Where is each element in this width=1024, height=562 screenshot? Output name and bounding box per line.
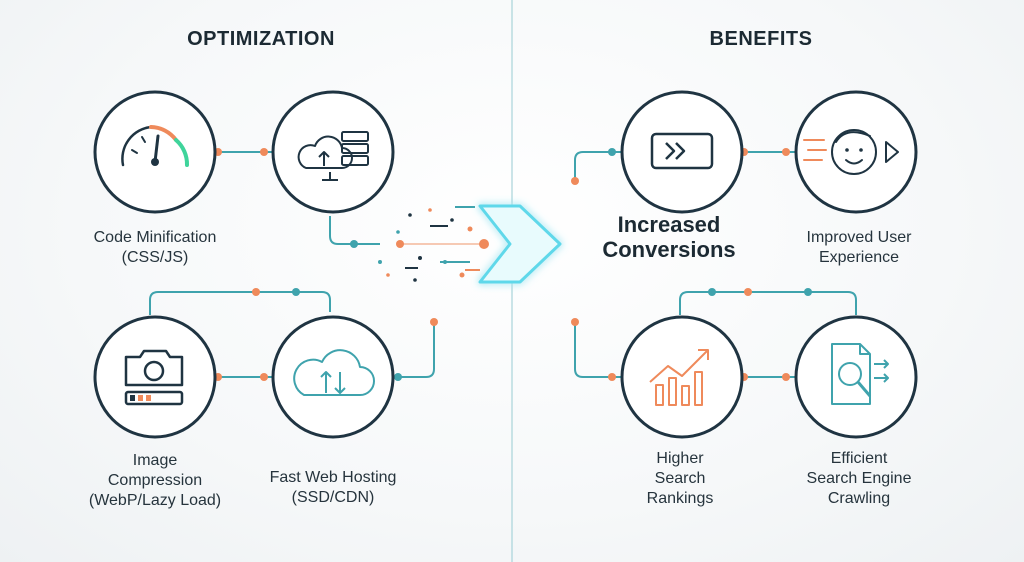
particle-stream [378,206,489,282]
node-increased-conversions [620,90,744,214]
connectors-right [571,148,857,381]
label-code-minification: Code Minification(CSS/JS) [93,229,217,266]
node-code-minification [93,90,217,214]
heading-benefits: BENEFITS [709,28,813,50]
cloud-server-icon [297,131,369,181]
label-fast-web-hosting: Fast Web Hosting(SSD/CDN) [269,469,397,506]
cloud-sync-icon [293,349,375,396]
node-fast-web-hosting [271,315,395,439]
growth-chart-icon [649,349,709,406]
node-cloud-server [271,90,395,214]
happy-user-icon [803,129,899,175]
gauge-icon [121,125,190,167]
node-image-compression [93,315,217,439]
document-search-icon [831,343,889,405]
flow-arrow [478,204,562,284]
heading-optimization: OPTIMIZATION [187,28,335,50]
node-higher-search-rankings [620,315,744,439]
camera-icon [124,349,184,406]
connectors-left [149,148,438,381]
node-improved-user-experience [794,90,918,214]
fast-forward-icon [650,132,714,170]
node-efficient-crawling [794,315,918,439]
